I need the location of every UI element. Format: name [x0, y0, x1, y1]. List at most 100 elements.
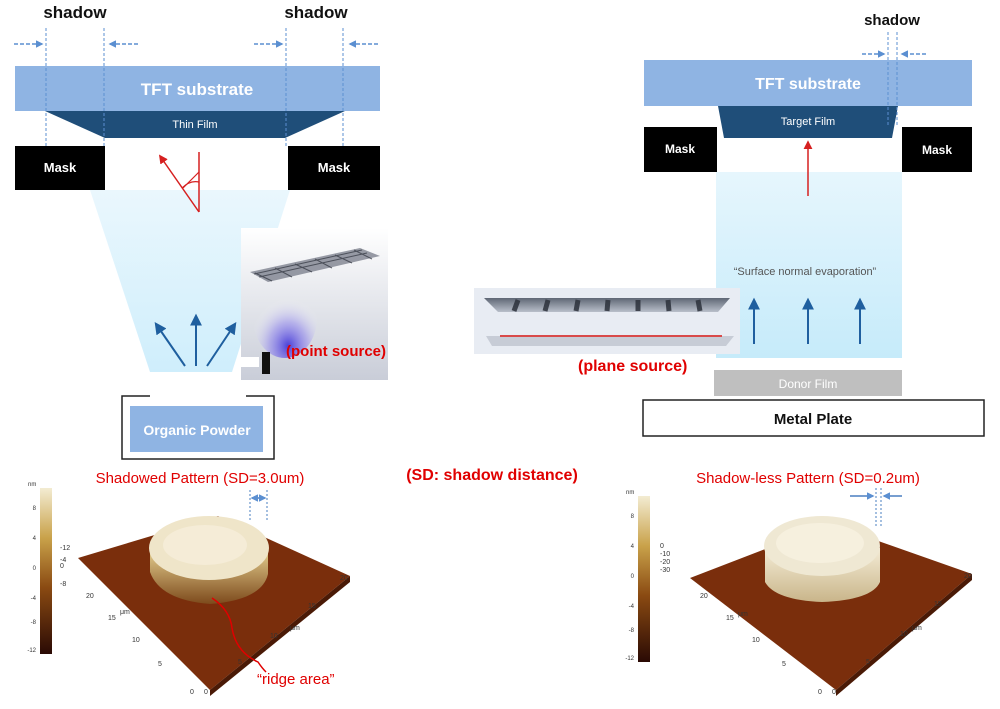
- left-afm-mound-texture: [163, 525, 247, 565]
- right-z-tick: 0: [660, 543, 664, 550]
- left-ridge-label: “ridge area”: [257, 671, 335, 688]
- left-colorbar-unit: nm: [28, 482, 36, 488]
- right-cbar-tick: -8: [629, 628, 635, 634]
- left-flux-arrow-1: [154, 322, 186, 367]
- left-incident-arrow: [158, 154, 200, 213]
- plane-source-photo: [474, 288, 740, 354]
- left-x-tick: 20: [340, 575, 348, 582]
- right-afm-mesa-texture: [776, 523, 864, 563]
- right-colorbar-ticks: 8 4 0 -4 -8 -12: [625, 514, 634, 662]
- metal-plate: [642, 399, 985, 437]
- right-evap-label: “Surface normal evaporation”: [734, 266, 877, 278]
- left-film-label: Thin Film: [172, 119, 217, 131]
- right-cbar-tick: 0: [631, 574, 635, 580]
- right-cbar-tick: 8: [631, 514, 635, 520]
- left-cbar-tick: 4: [33, 536, 37, 542]
- left-z-tick: -8: [60, 581, 66, 588]
- left-shadow-label-2: shadow: [284, 3, 348, 22]
- left-mask-right-label: Mask: [318, 160, 351, 175]
- left-y-tick: 15: [108, 615, 116, 622]
- left-shadow-label-1: shadow: [43, 3, 107, 22]
- right-z-tick: -20: [660, 559, 670, 566]
- left-substrate-label: TFT substrate: [141, 80, 253, 99]
- right-diagram: “Surface normal evaporation” TFT substra…: [474, 12, 985, 437]
- left-z-tick: -4: [60, 557, 66, 564]
- right-x-tick: 0: [832, 689, 836, 696]
- left-ridge-pointer: [211, 597, 267, 673]
- left-x-tick: 10: [270, 633, 278, 640]
- left-cbar-tick: -4: [31, 596, 37, 602]
- left-colorbar: [40, 488, 52, 654]
- left-diagram: TFT substrate Thin Film Mask Mask shadow…: [14, 3, 388, 460]
- left-y-unit: μm: [120, 609, 130, 616]
- right-mask-left: [644, 127, 717, 172]
- right-mask-right: [902, 127, 972, 172]
- right-cbar-tick: 4: [631, 544, 635, 550]
- left-pattern-title: Shadowed Pattern (SD=3.0um): [96, 470, 305, 487]
- left-tft-substrate: [15, 66, 380, 111]
- left-x-unit: μm: [290, 625, 300, 632]
- left-angle-tick: [182, 171, 200, 189]
- right-y-unit: μm: [738, 611, 748, 618]
- left-y-tick: 0: [190, 689, 194, 696]
- right-afm-floor: [690, 524, 972, 690]
- point-source-label: (point source): [286, 343, 386, 360]
- left-cbar-tick: -8: [31, 620, 37, 626]
- left-x-tick: 0: [204, 689, 208, 696]
- left-mask-left: [15, 146, 105, 190]
- organic-powder: [130, 406, 263, 452]
- point-source-photo: [241, 228, 388, 380]
- right-shadow-label: shadow: [864, 12, 920, 29]
- right-x-tick: 5: [866, 659, 870, 666]
- right-tft-substrate: [644, 60, 972, 106]
- organic-powder-label: Organic Powder: [143, 422, 251, 438]
- left-flux-arrow-3: [206, 322, 237, 367]
- left-cbar-tick: -12: [27, 648, 36, 654]
- left-thin-film: [45, 111, 345, 138]
- left-evaporation-plume: [90, 190, 290, 372]
- right-x-unit: μm: [912, 625, 922, 632]
- right-z-tick: -10: [660, 551, 670, 558]
- left-angle-arc: [181, 181, 200, 189]
- right-colorbar-unit: nm: [626, 490, 634, 496]
- left-afm-floor-edge: [210, 576, 350, 696]
- sd-note: (SD: shadow distance): [406, 467, 578, 484]
- right-mask-right-label: Mask: [922, 143, 952, 157]
- left-x-tick: 15: [308, 603, 316, 610]
- right-y-tick: 5: [782, 661, 786, 668]
- left-cbar-tick: 8: [33, 506, 37, 512]
- afm-right: Shadow-less Pattern (SD=0.2um) nm 8 4 0 …: [625, 470, 972, 696]
- left-y-tick: 20: [86, 593, 94, 600]
- left-cbar-tick: 0: [33, 566, 37, 572]
- left-colorbar-ticks: 8 4 0 -4 -8 -12: [27, 506, 36, 654]
- plane-source-label: (plane source): [578, 358, 687, 375]
- right-cbar-tick: -4: [629, 604, 635, 610]
- metal-plate-label: Metal Plate: [774, 411, 852, 428]
- afm-left: Shadowed Pattern (SD=3.0um) nm 8 4 0 -4 …: [27, 470, 350, 696]
- left-y-tick: 10: [132, 637, 140, 644]
- right-afm-floor-edge: [836, 574, 972, 696]
- right-x-tick: 10: [900, 631, 908, 638]
- left-z-tick: -12: [60, 545, 70, 552]
- right-x-tick: 20: [964, 573, 972, 580]
- right-mask-left-label: Mask: [665, 142, 695, 156]
- crucible-gap: [150, 392, 246, 398]
- left-z-tick: 0: [60, 563, 64, 570]
- left-mask-left-label: Mask: [44, 160, 77, 175]
- right-cbar-tick: -12: [625, 656, 634, 662]
- right-y-tick: 0: [818, 689, 822, 696]
- right-film-label: Target Film: [781, 116, 835, 128]
- right-target-film: [718, 106, 898, 138]
- right-pattern-title: Shadow-less Pattern (SD=0.2um): [696, 470, 920, 487]
- right-z-tick: -30: [660, 567, 670, 574]
- left-mask-right: [288, 146, 380, 190]
- left-y-tick: 5: [158, 661, 162, 668]
- right-colorbar: [638, 496, 650, 662]
- right-substrate-label: TFT substrate: [755, 76, 861, 93]
- donor-film: [714, 370, 902, 396]
- right-y-tick: 20: [700, 593, 708, 600]
- right-y-tick: 10: [752, 637, 760, 644]
- donor-film-label: Donor Film: [779, 377, 838, 391]
- right-y-tick: 15: [726, 615, 734, 622]
